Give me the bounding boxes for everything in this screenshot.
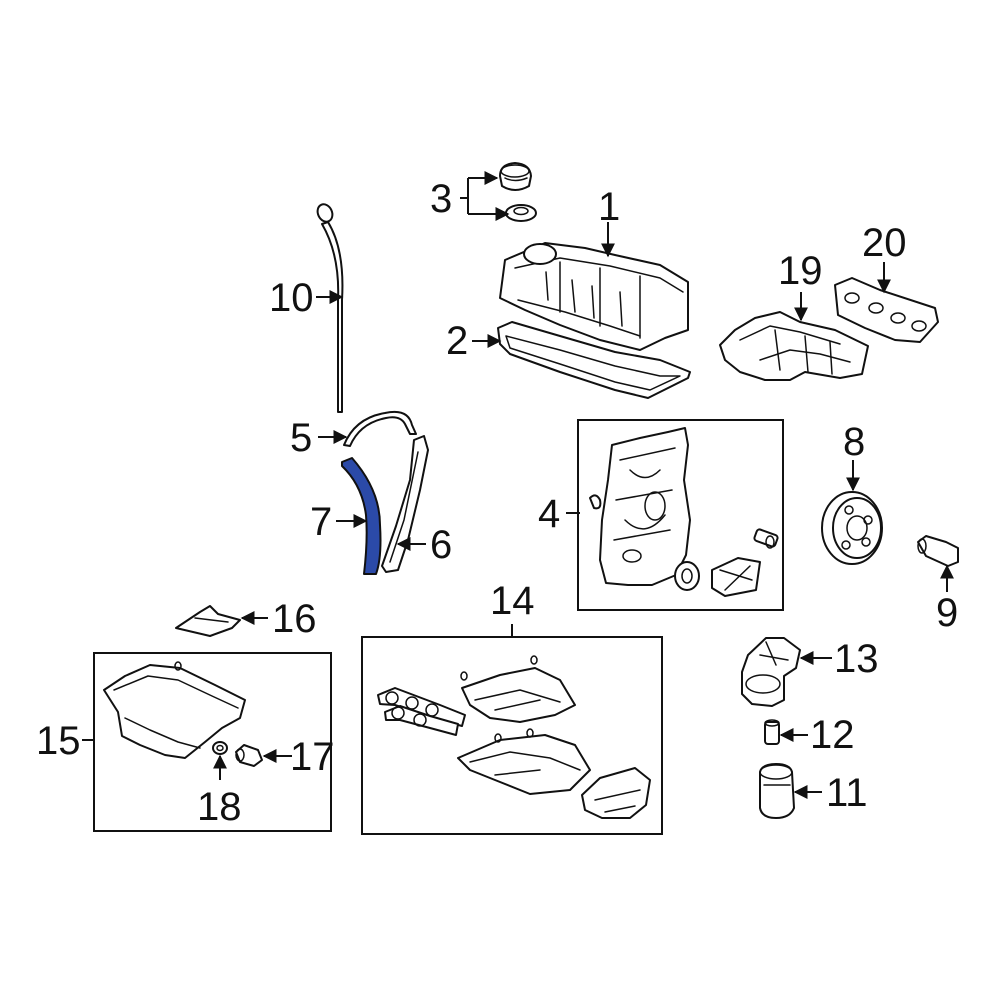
callout-14[interactable]: 14 [490,579,535,623]
part-14-upper-cam-holder[interactable] [460,655,576,723]
part-3-oil-filler-cap[interactable] [499,162,532,191]
part-3-filler-cap-seal[interactable] [505,204,537,222]
part-12-fitting[interactable] [764,719,780,745]
callout-11[interactable]: 11 [826,771,868,815]
part-4-crank-seal[interactable] [674,561,700,591]
callout-3[interactable]: 3 [430,177,452,221]
callout-1[interactable]: 1 [598,185,620,229]
part-16-oil-pan-baffle[interactable] [175,605,241,637]
callout-8[interactable]: 8 [843,420,865,464]
callout-13[interactable]: 13 [834,637,879,681]
callout-18[interactable]: 18 [197,785,242,829]
callout-20[interactable]: 20 [862,221,907,265]
part-14-rear-cover[interactable] [581,767,651,819]
part-4-timing-cover[interactable] [599,427,691,586]
callout-9[interactable]: 9 [936,591,958,635]
part-14-lower-cam-holder[interactable] [457,728,591,795]
part-13-oil-filter-housing[interactable] [741,637,801,707]
callout-15[interactable]: 15 [36,719,81,763]
part-11-oil-filter[interactable] [759,763,795,819]
part-20-exhaust-manifold-gasket[interactable] [834,277,939,343]
callout-16[interactable]: 16 [272,597,317,641]
part-19-exhaust-manifold[interactable] [719,311,869,381]
part-2-valve-cover-gasket[interactable] [497,321,691,399]
part-9-pulley-bolt[interactable] [917,535,959,567]
callout-6[interactable]: 6 [430,523,452,567]
part-4-cover-plate[interactable] [711,557,761,597]
part-10-oil-dipstick[interactable] [315,202,344,413]
part-8-crankshaft-pulley[interactable] [821,491,883,565]
part-4-dowel-pin[interactable] [753,528,779,549]
part-1-valve-cover[interactable] [499,242,689,351]
callout-labels: 1 2 3 4 5 6 7 8 9 10 11 12 13 14 15 16 1… [36,177,958,829]
part-5-timing-chain[interactable] [343,410,417,447]
callout-2[interactable]: 2 [446,319,468,363]
part-18-drain-washer[interactable] [212,741,228,755]
callout-4[interactable]: 4 [538,492,560,536]
part-17-drain-plug[interactable] [235,744,263,767]
part-6-tensioner-arm[interactable] [381,435,429,573]
group-box-15 [93,652,332,832]
part-7-timing-chain-guide[interactable] [341,457,382,575]
callout-10[interactable]: 10 [269,276,314,320]
callout-19[interactable]: 19 [778,249,823,293]
callout-7[interactable]: 7 [310,500,332,544]
part-14-camshafts[interactable] [377,687,466,736]
leader-lines [82,171,954,799]
group-box-4 [577,419,784,611]
callout-5[interactable]: 5 [290,416,312,460]
callout-12[interactable]: 12 [810,713,855,757]
part-15-oil-pan[interactable] [103,661,246,759]
part-4-small-oring[interactable] [589,494,602,510]
callout-17[interactable]: 17 [290,735,335,779]
